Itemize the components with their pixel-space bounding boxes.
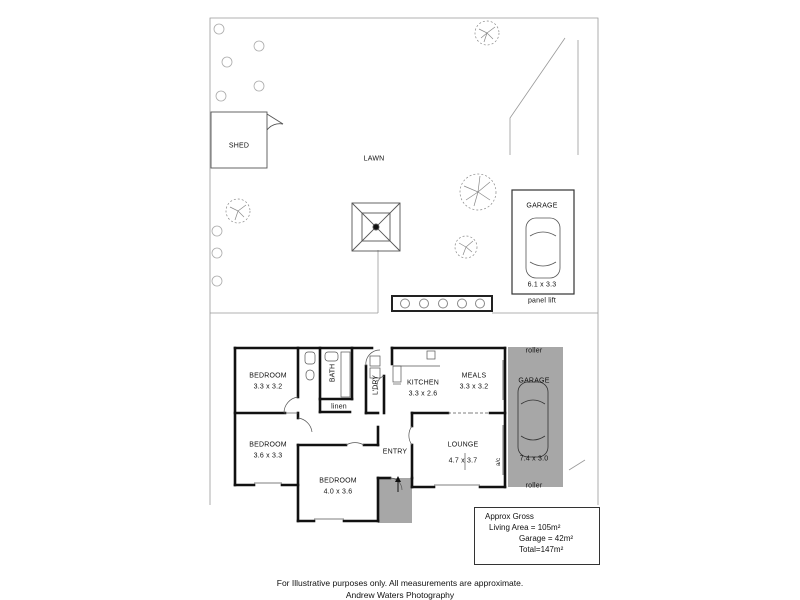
bedroom1-dims: 3.3 x 3.2 — [253, 383, 283, 391]
garage-top-label: GARAGE — [526, 202, 558, 210]
area-summary-box: Approx Gross Living Area = 105m² Garage … — [474, 507, 600, 565]
bedroom3-dims: 4.0 x 3.6 — [323, 488, 353, 496]
garage-side — [508, 347, 563, 487]
garage-top — [511, 189, 575, 295]
trees — [225, 20, 500, 259]
property-boundary — [209, 17, 599, 505]
disclaimer-text: For Illustrative purposes only. All meas… — [276, 578, 524, 588]
area-garage: Garage = 42m² — [519, 534, 574, 543]
area-title: Approx Gross — [485, 512, 534, 521]
lounge-label: LOUNGE — [447, 441, 479, 449]
lawn-label: LAWN — [363, 155, 385, 163]
area-living: Living Area = 105m² — [489, 523, 561, 532]
kitchen-dims: 3.3 x 2.6 — [408, 390, 438, 398]
house-walls — [233, 346, 507, 523]
bedroom2-label: BEDROOM — [249, 441, 287, 449]
bath-label: BATH — [329, 363, 337, 383]
roller-bottom-label: roller — [525, 482, 543, 490]
bedroom3-label: BEDROOM — [319, 477, 357, 485]
bedroom2-dims: 3.6 x 3.3 — [253, 452, 283, 460]
garage-side-dims: 7.4 x 3.0 — [519, 455, 549, 463]
meals-label: MEALS — [461, 372, 487, 380]
gazebo — [351, 202, 401, 252]
garden-bed — [391, 295, 493, 312]
roller-top-label: roller — [525, 347, 543, 355]
shed-label: SHED — [228, 142, 250, 150]
garage-side-label: GARAGE — [518, 377, 550, 385]
entry-label: ENTRY — [382, 448, 408, 456]
fixtures — [304, 350, 490, 470]
ac-label: a/c — [496, 457, 502, 467]
entry-porch — [378, 478, 412, 523]
linen-label: linen — [331, 403, 347, 411]
shrubs — [211, 23, 265, 287]
credit-text: Andrew Waters Photography — [345, 590, 455, 600]
panel-lift-label: panel lift — [527, 297, 557, 305]
kitchen-label: KITCHEN — [406, 379, 440, 387]
driveway-lines — [210, 37, 598, 471]
entry-arrow — [395, 476, 401, 482]
area-total: Total=147m² — [519, 545, 564, 554]
laundry-label: L'DRY — [372, 375, 380, 395]
garage-top-dims: 6.1 x 3.3 — [527, 281, 557, 289]
lounge-dims: 4.7 x 3.7 — [448, 457, 478, 465]
shed — [210, 111, 284, 169]
windows — [254, 360, 504, 520]
bedroom1-label: BEDROOM — [249, 372, 287, 380]
meals-dims: 3.3 x 3.2 — [459, 383, 489, 391]
